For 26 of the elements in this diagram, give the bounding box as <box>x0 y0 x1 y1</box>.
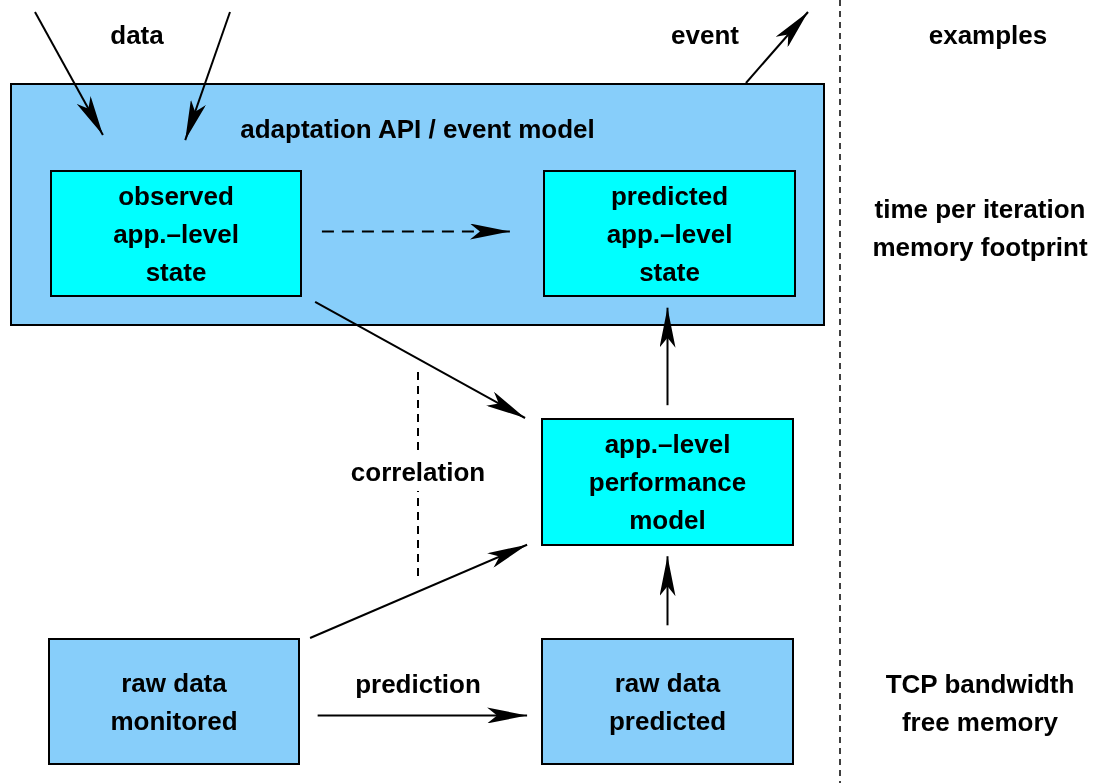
text-label: examples <box>928 19 1048 52</box>
arrow <box>320 223 511 240</box>
box-label: observed app.–level state <box>112 179 240 289</box>
box-label: app.–level performance model <box>587 428 748 537</box>
arrow <box>659 555 676 627</box>
group-box <box>10 83 825 326</box>
text-label: event <box>671 19 739 52</box>
arrow <box>744 11 809 84</box>
box-label: raw data monitored <box>109 666 239 738</box>
process-box <box>541 638 794 765</box>
text-label: data <box>110 19 164 52</box>
group-heading: adaptation API / event model <box>239 113 596 146</box>
process-box <box>543 170 796 297</box>
arrow <box>316 707 529 724</box>
text-label: time per iteration memory footprint <box>871 193 1089 264</box>
arrow <box>314 301 527 419</box>
arrow <box>309 543 529 639</box>
text-label: TCP bandwidth free memory <box>884 668 1076 739</box>
process-box <box>541 418 794 546</box>
arrow <box>34 11 104 136</box>
box-label: raw data predicted <box>608 666 727 738</box>
process-box <box>48 638 300 765</box>
box-label: predicted app.–level state <box>605 179 734 289</box>
arrow <box>184 11 231 142</box>
process-box <box>50 170 302 297</box>
arrow <box>659 306 676 407</box>
